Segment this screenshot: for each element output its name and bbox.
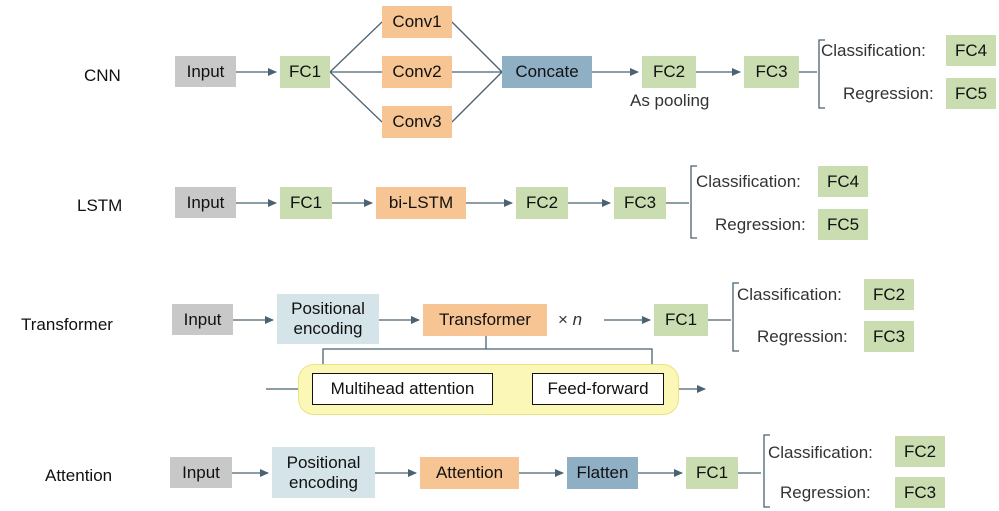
- attention-regression-label: Regression:: [780, 483, 871, 502]
- transformer-positional-box: Positional encoding: [277, 294, 379, 344]
- cnn-fc2-note: As pooling: [630, 91, 710, 110]
- feed-forward-box: Feed-forward: [532, 373, 664, 405]
- transformer-input-box: Input: [172, 304, 233, 335]
- attention-classification-label: Classification:: [768, 443, 873, 462]
- attention-bracket: [763, 434, 770, 508]
- cnn-conv1-box: Conv1: [382, 6, 452, 38]
- cnn-conv3-box: Conv3: [382, 106, 452, 138]
- transformer-repeat-label: × n: [558, 310, 582, 330]
- attention-flatten-box: Flatten: [567, 457, 638, 489]
- cnn-conv2-box: Conv2: [382, 56, 452, 88]
- cnn-row-label: CNN: [84, 66, 121, 85]
- lstm-bilstm-box: bi-LSTM: [376, 187, 466, 219]
- attention-fc3-box: FC3: [895, 477, 945, 508]
- transformer-fc2-box: FC2: [864, 279, 914, 310]
- lstm-fc5-box: FC5: [818, 209, 868, 240]
- cnn-fc5-box: FC5: [946, 78, 996, 109]
- lstm-fc2-box: FC2: [516, 187, 568, 219]
- attention-row-label: Attention: [45, 466, 113, 485]
- lstm-bracket: [690, 165, 697, 239]
- attention-input-box: Input: [170, 457, 232, 488]
- attention-positional-box: Positional encoding: [272, 447, 375, 498]
- attention-fc2-box: FC2: [895, 436, 945, 467]
- transformer-fc3-box: FC3: [864, 321, 914, 352]
- times-symbol: ×: [558, 310, 568, 329]
- attention-block-box: Attention: [420, 457, 519, 489]
- cnn-classification-label: Classification:: [821, 41, 926, 60]
- lstm-fc3-box: FC3: [614, 187, 666, 219]
- cnn-line-fc1-conv3: [329, 71, 383, 123]
- transformer-bracket: [732, 282, 739, 352]
- cnn-fc3-box: FC3: [744, 56, 799, 88]
- cnn-concate-box: Concate: [502, 56, 592, 88]
- cnn-line-conv3-concate: [451, 71, 503, 123]
- cnn-line-conv1-concate: [451, 21, 503, 73]
- lstm-fc4-box: FC4: [818, 166, 868, 197]
- transformer-regression-label: Regression:: [757, 327, 848, 346]
- lstm-fc1-box: FC1: [280, 187, 332, 219]
- cnn-line-fc1-conv1: [329, 21, 383, 73]
- repeat-count: n: [572, 310, 583, 329]
- transformer-classification-label: Classification:: [737, 285, 842, 304]
- transformer-expand-bracket: [322, 348, 653, 364]
- multihead-attention-box: Multihead attention: [312, 373, 493, 405]
- cnn-bracket: [818, 39, 825, 109]
- transformer-fc1-box: FC1: [654, 304, 708, 336]
- cnn-fc1-box: FC1: [280, 56, 330, 88]
- lstm-classification-label: Classification:: [696, 172, 801, 191]
- cnn-input-box: Input: [175, 56, 236, 87]
- cnn-fc2-box: FC2: [642, 56, 696, 88]
- lstm-input-box: Input: [175, 187, 236, 218]
- cnn-fc4-box: FC4: [946, 35, 996, 66]
- lstm-row-label: LSTM: [77, 196, 123, 215]
- attention-fc1-box: FC1: [686, 457, 738, 489]
- cnn-regression-label: Regression:: [843, 84, 934, 103]
- lstm-regression-label: Regression:: [715, 215, 806, 234]
- transformer-block-box: Transformer: [423, 304, 547, 336]
- transformer-row-label: Transformer: [21, 315, 113, 334]
